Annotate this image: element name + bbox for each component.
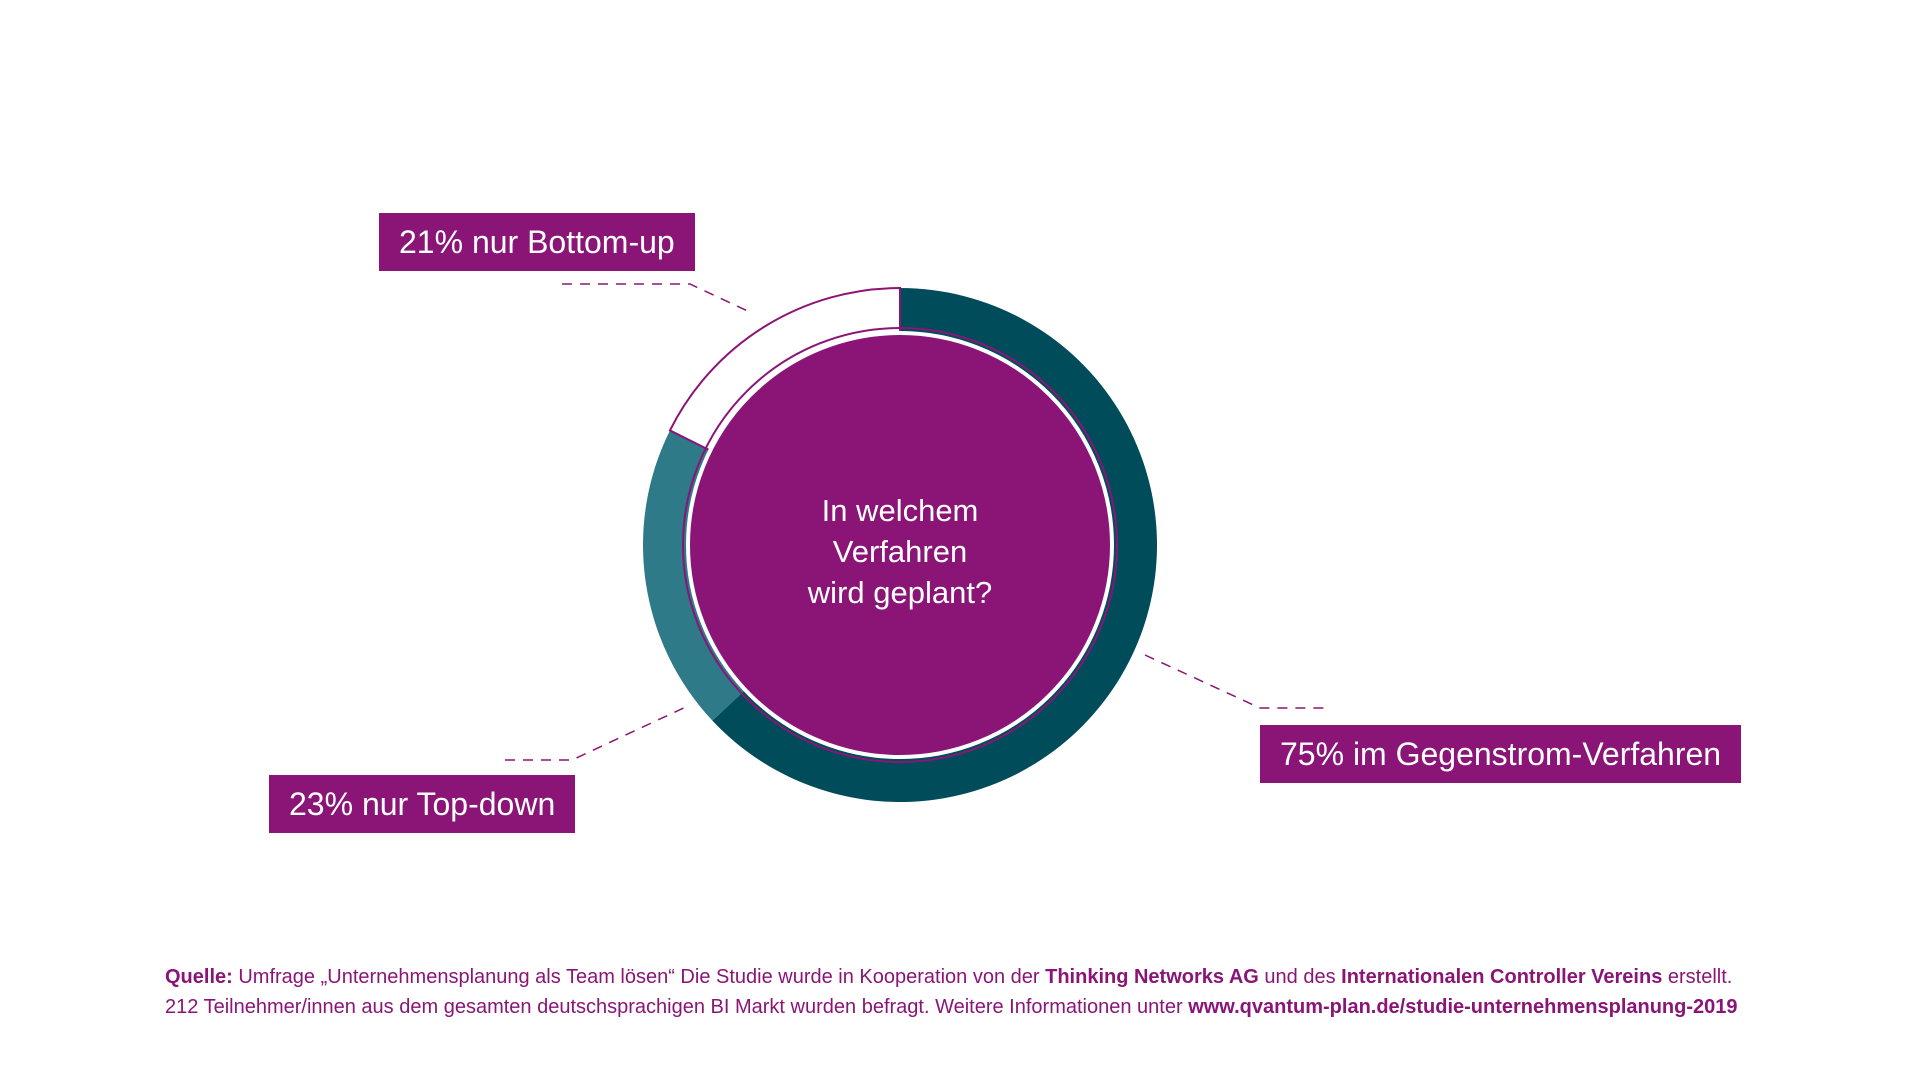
source-text-1: Umfrage „Unternehmensplanung als Team lö…: [232, 966, 1046, 988]
source-line-1: Quelle: Umfrage „Unternehmensplanung als…: [165, 962, 1865, 992]
slice-top-down: [642, 430, 746, 721]
source-text-3: erstellt.: [1662, 966, 1733, 988]
slice-label-top-down: 23% nur Top-down: [269, 775, 576, 833]
source-url-link[interactable]: www.qvantum-plan.de/studie-unternehmensp…: [1188, 996, 1738, 1018]
slice-gegenstrom: [712, 288, 1158, 802]
chart-title-line-2: Verfahren: [832, 534, 968, 569]
leader-line-bottom-up: [562, 283, 753, 314]
center-disc: [686, 331, 1114, 759]
source-prefix: Quelle:: [165, 966, 233, 988]
slice-label-bottom-up: 21% nur Bottom-up: [379, 213, 695, 271]
chart-title: In welchem Verfahren wird geplant?: [780, 490, 1020, 613]
source-text-2: und des: [1258, 966, 1342, 988]
chart-title-line-1: In welchem: [821, 493, 979, 528]
source-org-2: Internationalen Controller Vereins: [1341, 966, 1663, 988]
leader-line-top-down: [505, 704, 691, 761]
source-note: Quelle: Umfrage „Unternehmensplanung als…: [165, 962, 1865, 1022]
source-line-2: 212 Teilnehmer/innen aus dem gesamten de…: [165, 992, 1865, 1022]
center-ring: [682, 327, 1118, 763]
chart-title-line-3: wird geplant?: [807, 575, 993, 610]
slice-label-gegenstrom: 75% im Gegenstrom-Verfahren: [1260, 725, 1742, 783]
source-text-4: 212 Teilnehmer/innen aus dem gesamten de…: [165, 996, 1189, 1018]
leader-line-gegenstrom: [1144, 654, 1328, 709]
source-org-1: Thinking Networks AG: [1045, 966, 1259, 988]
